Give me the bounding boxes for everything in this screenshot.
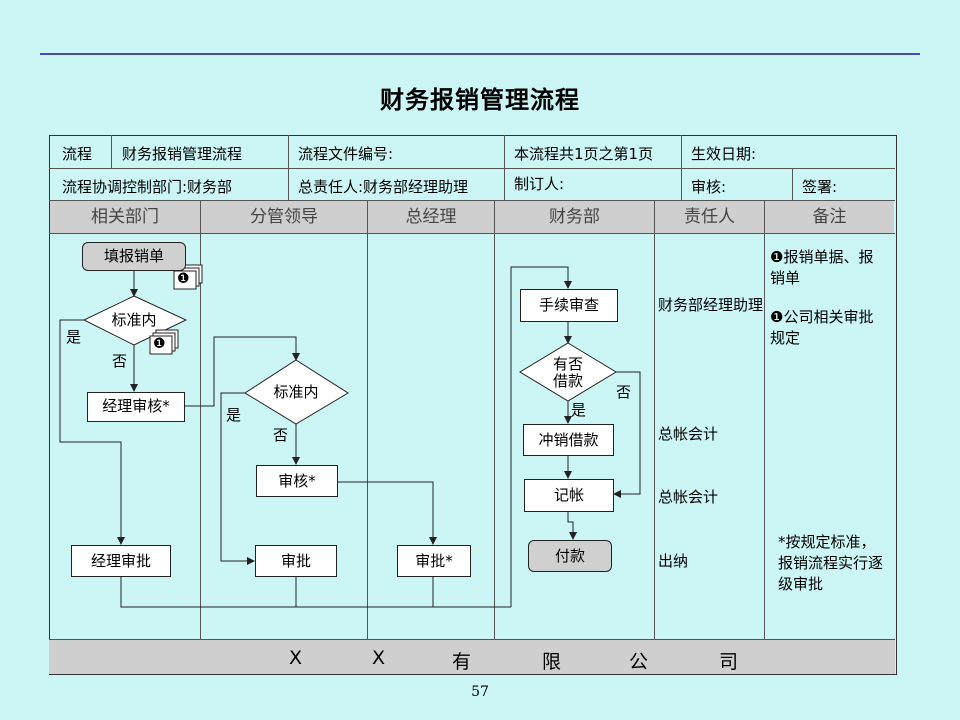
cell-divider <box>792 168 793 201</box>
footer-char: X <box>289 647 303 669</box>
footer-char: 有 <box>452 651 472 673</box>
yes-label: 是 <box>571 401 587 419</box>
yes-label: 是 <box>66 328 82 346</box>
column-header: 相关部门 <box>50 201 200 233</box>
lane-divider <box>367 201 368 639</box>
note-text: ❶公司相关审批规定 <box>770 308 874 347</box>
coordination-dept: 流程协调控制部门:财务部 <box>62 178 233 196</box>
page-title: 财务报销管理流程 <box>380 86 580 114</box>
footer-bar: X X 有 限 公 司 <box>49 639 895 674</box>
doc-number-label: 流程文件编号: <box>298 145 394 163</box>
cell-divider <box>504 135 505 201</box>
no-label: 否 <box>112 352 128 370</box>
responsible-text: 财务部经理助理 <box>658 296 764 314</box>
lane-divider <box>654 201 655 639</box>
gm-approve-node: 审批* <box>397 545 471 577</box>
table-divider <box>49 233 895 234</box>
table-divider <box>49 200 895 201</box>
bookkeep-node: 记帐 <box>524 479 614 512</box>
decision-diamond <box>244 359 349 425</box>
page-number: 57 <box>471 684 489 700</box>
fill-form-node: 填报销单 <box>82 242 186 271</box>
responsible-text: 总帐会计 <box>658 488 719 506</box>
effective-date-label: 生效日期: <box>691 145 757 163</box>
table-divider <box>49 168 895 169</box>
procedure-check-node: 手续审查 <box>520 289 618 322</box>
responsible-text: 出纳 <box>658 552 689 570</box>
cell-divider <box>111 135 112 168</box>
lane-divider <box>494 201 495 639</box>
no-label: 否 <box>616 383 632 401</box>
decision-label: 有否 <box>552 355 583 373</box>
responsible-text: 总帐会计 <box>658 425 719 443</box>
flow-name: 财务报销管理流程 <box>122 145 243 163</box>
top-rule <box>40 53 920 55</box>
lane-divider <box>764 201 765 639</box>
footer-char: X <box>372 647 386 669</box>
pay-node: 付款 <box>528 540 612 572</box>
decision-label: 标准内 <box>273 383 319 401</box>
note-text: *按规定标准，报销流程实行逐级审批 <box>778 533 884 593</box>
lane-divider <box>200 201 201 639</box>
footer-char: 司 <box>719 651 739 673</box>
decision-diamond <box>519 342 617 402</box>
column-header: 分管领导 <box>201 201 367 233</box>
maker-label: 制订人: <box>514 175 565 193</box>
no-label: 否 <box>273 426 289 444</box>
note-text: ❶报销单据、报销单 <box>770 248 874 287</box>
column-header: 备注 <box>765 201 894 233</box>
flow-table <box>49 135 897 675</box>
approve-node: 审批 <box>255 545 337 577</box>
check-node: 审核* <box>256 465 338 497</box>
cell-divider <box>288 135 289 201</box>
manager-review-node: 经理审核* <box>87 392 185 422</box>
document-icon: ❶ <box>153 336 166 352</box>
manager-approve-node: 经理审批 <box>71 545 171 577</box>
owner: 总责任人:财务部经理助理 <box>298 178 469 196</box>
column-header: 责任人 <box>655 201 764 233</box>
document-icon: ❶ <box>177 271 190 287</box>
sign-label: 签署: <box>802 178 838 196</box>
decision-diamond <box>82 295 188 346</box>
cell-divider <box>681 135 682 201</box>
decision-label: 标准内 <box>111 311 157 329</box>
column-header: 总经理 <box>368 201 494 233</box>
footer-char: 公 <box>629 651 649 673</box>
column-header: 财务部 <box>495 201 654 233</box>
flow-label: 流程 <box>62 145 93 163</box>
yes-label: 是 <box>226 406 242 424</box>
offset-loan-node: 冲销借款 <box>523 424 614 456</box>
review-label: 审核: <box>691 178 727 196</box>
footer-char: 限 <box>542 651 562 673</box>
page-count: 本流程共1页之第1页 <box>514 145 654 163</box>
decision-label: 借款 <box>552 372 583 390</box>
